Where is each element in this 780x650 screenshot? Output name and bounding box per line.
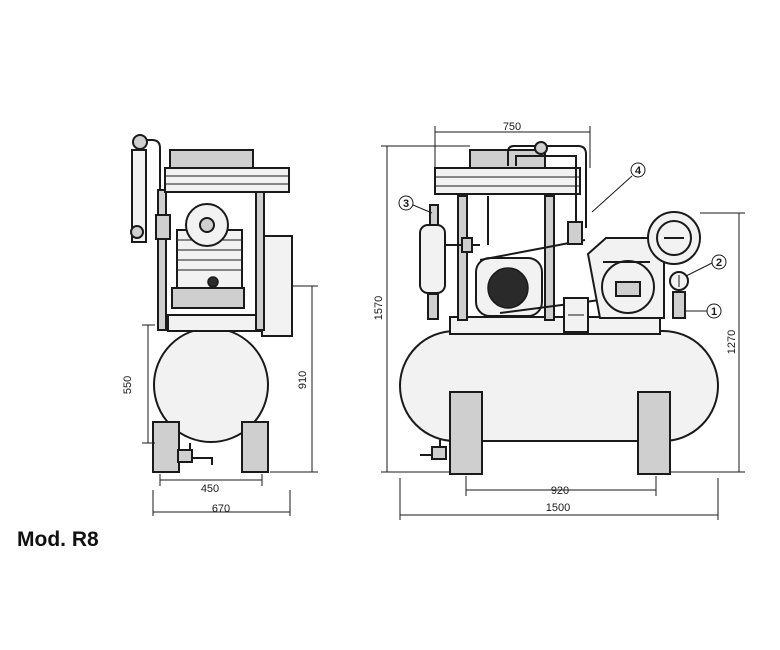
callout-2: 2 <box>685 254 727 277</box>
dim-1570: 1570 <box>373 296 385 320</box>
dim-920: 920 <box>551 485 569 497</box>
callout-3: 3 <box>398 195 433 214</box>
front-foot-left <box>449 391 483 475</box>
side-foot-left <box>152 421 180 473</box>
callout-1: 1 <box>686 303 722 319</box>
dim-670: 670 <box>212 503 230 515</box>
dim-450: 450 <box>201 483 219 495</box>
dim-750: 750 <box>503 121 521 133</box>
svg-text:3: 3 <box>403 198 409 210</box>
front-belt-guard <box>434 167 581 195</box>
dim-550: 550 <box>122 376 134 394</box>
front-view: 3 4 2 1 750 1570 1270 <box>373 121 745 520</box>
dim-1270: 1270 <box>726 330 738 354</box>
model-label: Mod. R8 <box>17 528 99 551</box>
front-motor-fan <box>487 267 529 309</box>
side-platform <box>167 314 267 332</box>
side-belt-guard <box>164 167 290 193</box>
dim-1500: 1500 <box>546 502 570 514</box>
side-foot-right <box>241 421 269 473</box>
dim-910: 910 <box>297 371 309 389</box>
svg-text:4: 4 <box>635 165 642 177</box>
callout-4: 4 <box>591 162 646 213</box>
separator-vessel <box>419 224 446 294</box>
svg-text:2: 2 <box>716 257 722 269</box>
side-motor-box <box>261 235 293 337</box>
svg-text:1: 1 <box>711 306 717 318</box>
front-foot-right <box>637 391 671 475</box>
side-view: 550 910 450 670 <box>122 134 318 516</box>
